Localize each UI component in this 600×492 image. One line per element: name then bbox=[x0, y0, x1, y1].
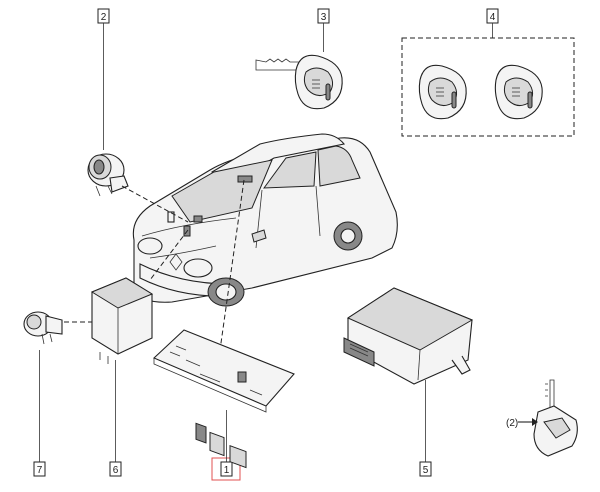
link-lock-to-car bbox=[121, 185, 189, 223]
svg-text:5: 5 bbox=[423, 465, 429, 476]
relay-box-part[interactable] bbox=[90, 277, 154, 364]
link-dash-to-relay bbox=[149, 229, 189, 281]
svg-text:2: 2 bbox=[101, 12, 107, 23]
remote-key-part[interactable] bbox=[255, 54, 343, 110]
switch-sensor-part[interactable] bbox=[23, 311, 63, 345]
svg-text:6: 6 bbox=[113, 465, 119, 476]
annotation-label: (2) bbox=[506, 418, 518, 429]
callout-7[interactable]: 7 bbox=[33, 461, 46, 477]
callout-3[interactable]: 3 bbox=[317, 8, 330, 24]
svg-text:7: 7 bbox=[37, 465, 43, 476]
arrowhead-icon bbox=[532, 418, 538, 426]
callout-6[interactable]: 6 bbox=[109, 461, 122, 477]
callout-4[interactable]: 4 bbox=[486, 8, 499, 24]
key-blade bbox=[255, 58, 301, 71]
svg-text:1: 1 bbox=[224, 465, 230, 476]
svg-text:3: 3 bbox=[321, 12, 327, 23]
car-illustration bbox=[132, 133, 398, 307]
control-unit-part[interactable] bbox=[343, 287, 474, 385]
callout-1[interactable]: 1 bbox=[211, 457, 241, 481]
remote-key-set-part[interactable] bbox=[418, 64, 543, 120]
dash-sensor bbox=[237, 175, 253, 183]
ignition-lock-part[interactable] bbox=[87, 153, 129, 197]
circuit-board-part[interactable] bbox=[153, 329, 295, 469]
link-sensor-to-module bbox=[219, 179, 245, 351]
callout-5[interactable]: 5 bbox=[419, 461, 432, 477]
callout-2[interactable]: 2 bbox=[97, 8, 110, 24]
key-set-group-frame bbox=[401, 37, 575, 137]
key-fob-detail[interactable]: (2) bbox=[506, 379, 578, 457]
svg-text:4: 4 bbox=[490, 12, 496, 23]
